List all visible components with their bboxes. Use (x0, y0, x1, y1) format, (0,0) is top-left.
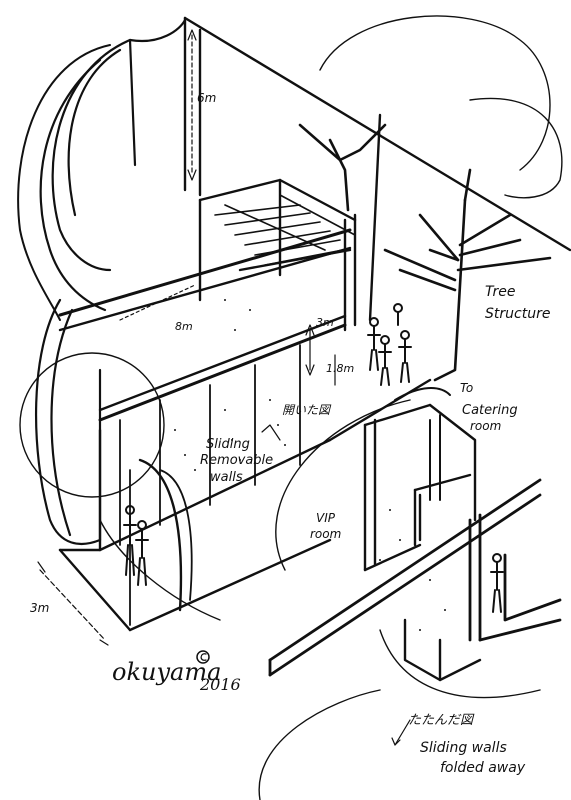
dimension-label-8m: 8m (175, 320, 193, 333)
label-sliding-line3: walls (210, 470, 243, 485)
dimension-label-1-8m: 1.8m (326, 362, 354, 375)
dimension-label-6m: 6m (197, 91, 216, 105)
label-jp-folded: たたんだ図 (408, 713, 475, 728)
dimension-lines (37, 29, 336, 646)
label-tree-line1: Tree (485, 284, 515, 300)
catering-doorway (394, 387, 451, 501)
stair-slats (214, 194, 356, 266)
person-figure (367, 317, 381, 371)
left-circle-lower (19, 352, 165, 498)
annotations: 6m 8m 3m 1.8m 3m Tree Structure To Cater… (30, 91, 550, 776)
people-figures (123, 303, 504, 613)
label-folded-line1: Sliding walls (420, 740, 507, 756)
copyright-icon (196, 650, 210, 664)
label-folded-line2: folded away (440, 760, 526, 776)
label-sliding-line2: Removable (200, 453, 273, 468)
label-catering-line2: Catering (462, 403, 518, 418)
person-figure (123, 505, 137, 576)
vip-room (363, 403, 482, 682)
dimension-label-3m: 3m (316, 316, 334, 329)
label-sliding-line1: Sliding (206, 437, 250, 452)
dimension-label-3m-width: 3m (30, 601, 49, 615)
person-figure (135, 520, 149, 586)
signature-year: 2016 (199, 675, 241, 694)
copyright-icon-mark (200, 653, 207, 661)
person-figure (378, 335, 392, 386)
arch-structure (34, 18, 187, 546)
person-figure (490, 553, 504, 613)
person-figure (398, 330, 412, 383)
background-circles (17, 15, 563, 498)
label-jp-open: 開いた図 (282, 403, 332, 417)
label-catering-line3: room (470, 419, 501, 433)
panel-texture-dots (174, 299, 446, 631)
label-tree-line2: Structure (485, 306, 550, 322)
artist-signature: okuyama 2016 (112, 650, 241, 694)
sliding-panels-left (119, 344, 301, 626)
tree-structure (298, 123, 552, 382)
label-vip-line1: VIP (316, 511, 336, 525)
leader-arrows (261, 424, 411, 746)
floor-arcs (99, 399, 541, 800)
lower-beam (268, 478, 562, 677)
label-catering-line1: To (460, 381, 473, 395)
person-figure (393, 303, 403, 326)
label-vip-line2: room (310, 527, 341, 541)
